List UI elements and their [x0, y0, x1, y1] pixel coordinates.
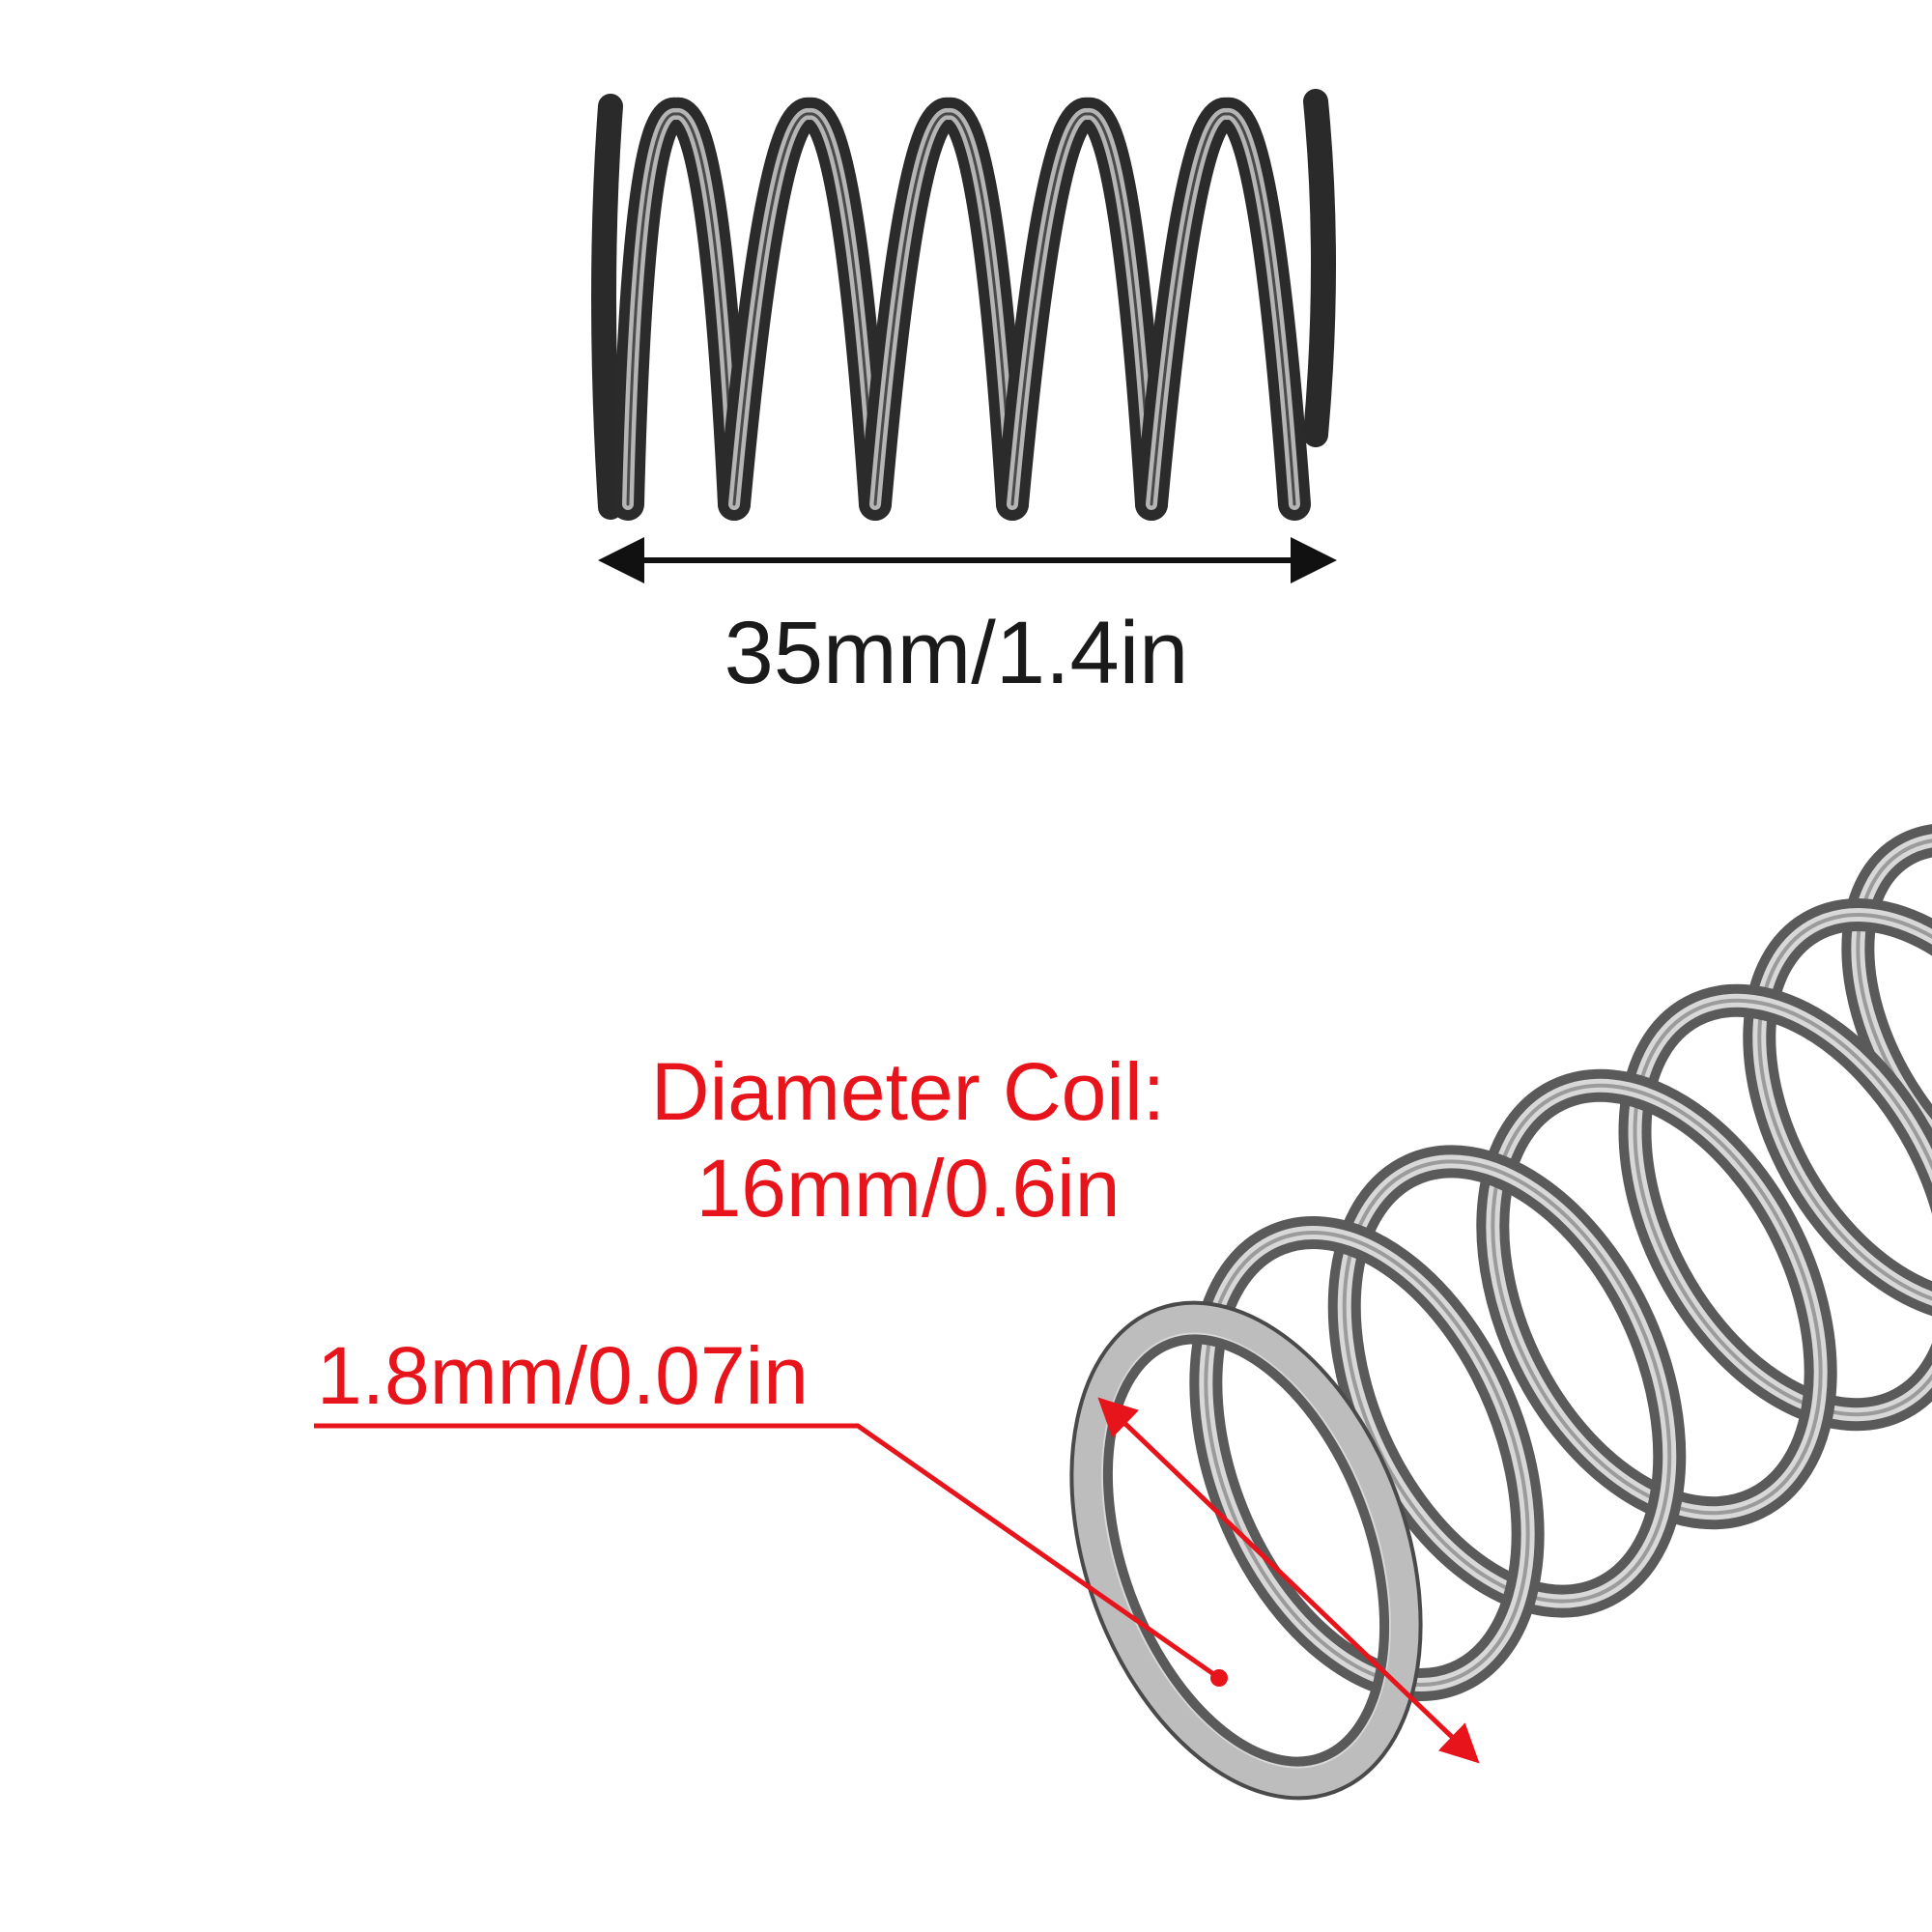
spring-coil-core [732, 112, 877, 506]
spring-end-coil [591, 94, 623, 520]
length-dimension-label: 35mm/1.4in [724, 604, 1189, 702]
spring-coil-core [1150, 112, 1296, 506]
coil-diameter-arrow [1097, 1397, 1480, 1764]
wire-diameter-leader-dot [1210, 1669, 1228, 1687]
wire-diameter-label: 1.8mm/0.07in [317, 1330, 809, 1421]
spring-coil-ring-core [1491, 1083, 1823, 1516]
spring-coil-ring-core [1757, 913, 1932, 1309]
spring-coil-core [1010, 112, 1153, 506]
spring-perspective-view [1069, 823, 1932, 1801]
spring-coil-core [873, 112, 1014, 506]
coil-diameter-label-value: 16mm/0.6in [696, 1143, 1121, 1234]
spring-end-coil [1303, 89, 1336, 447]
spring-coil-core [626, 112, 736, 506]
coil-diameter-label-title: Diameter Coil: [650, 1046, 1166, 1137]
spring-side-view [591, 89, 1336, 521]
wire-diameter-leader-line [314, 1423, 1221, 1681]
spring-coil-ring-core [1633, 998, 1932, 1417]
